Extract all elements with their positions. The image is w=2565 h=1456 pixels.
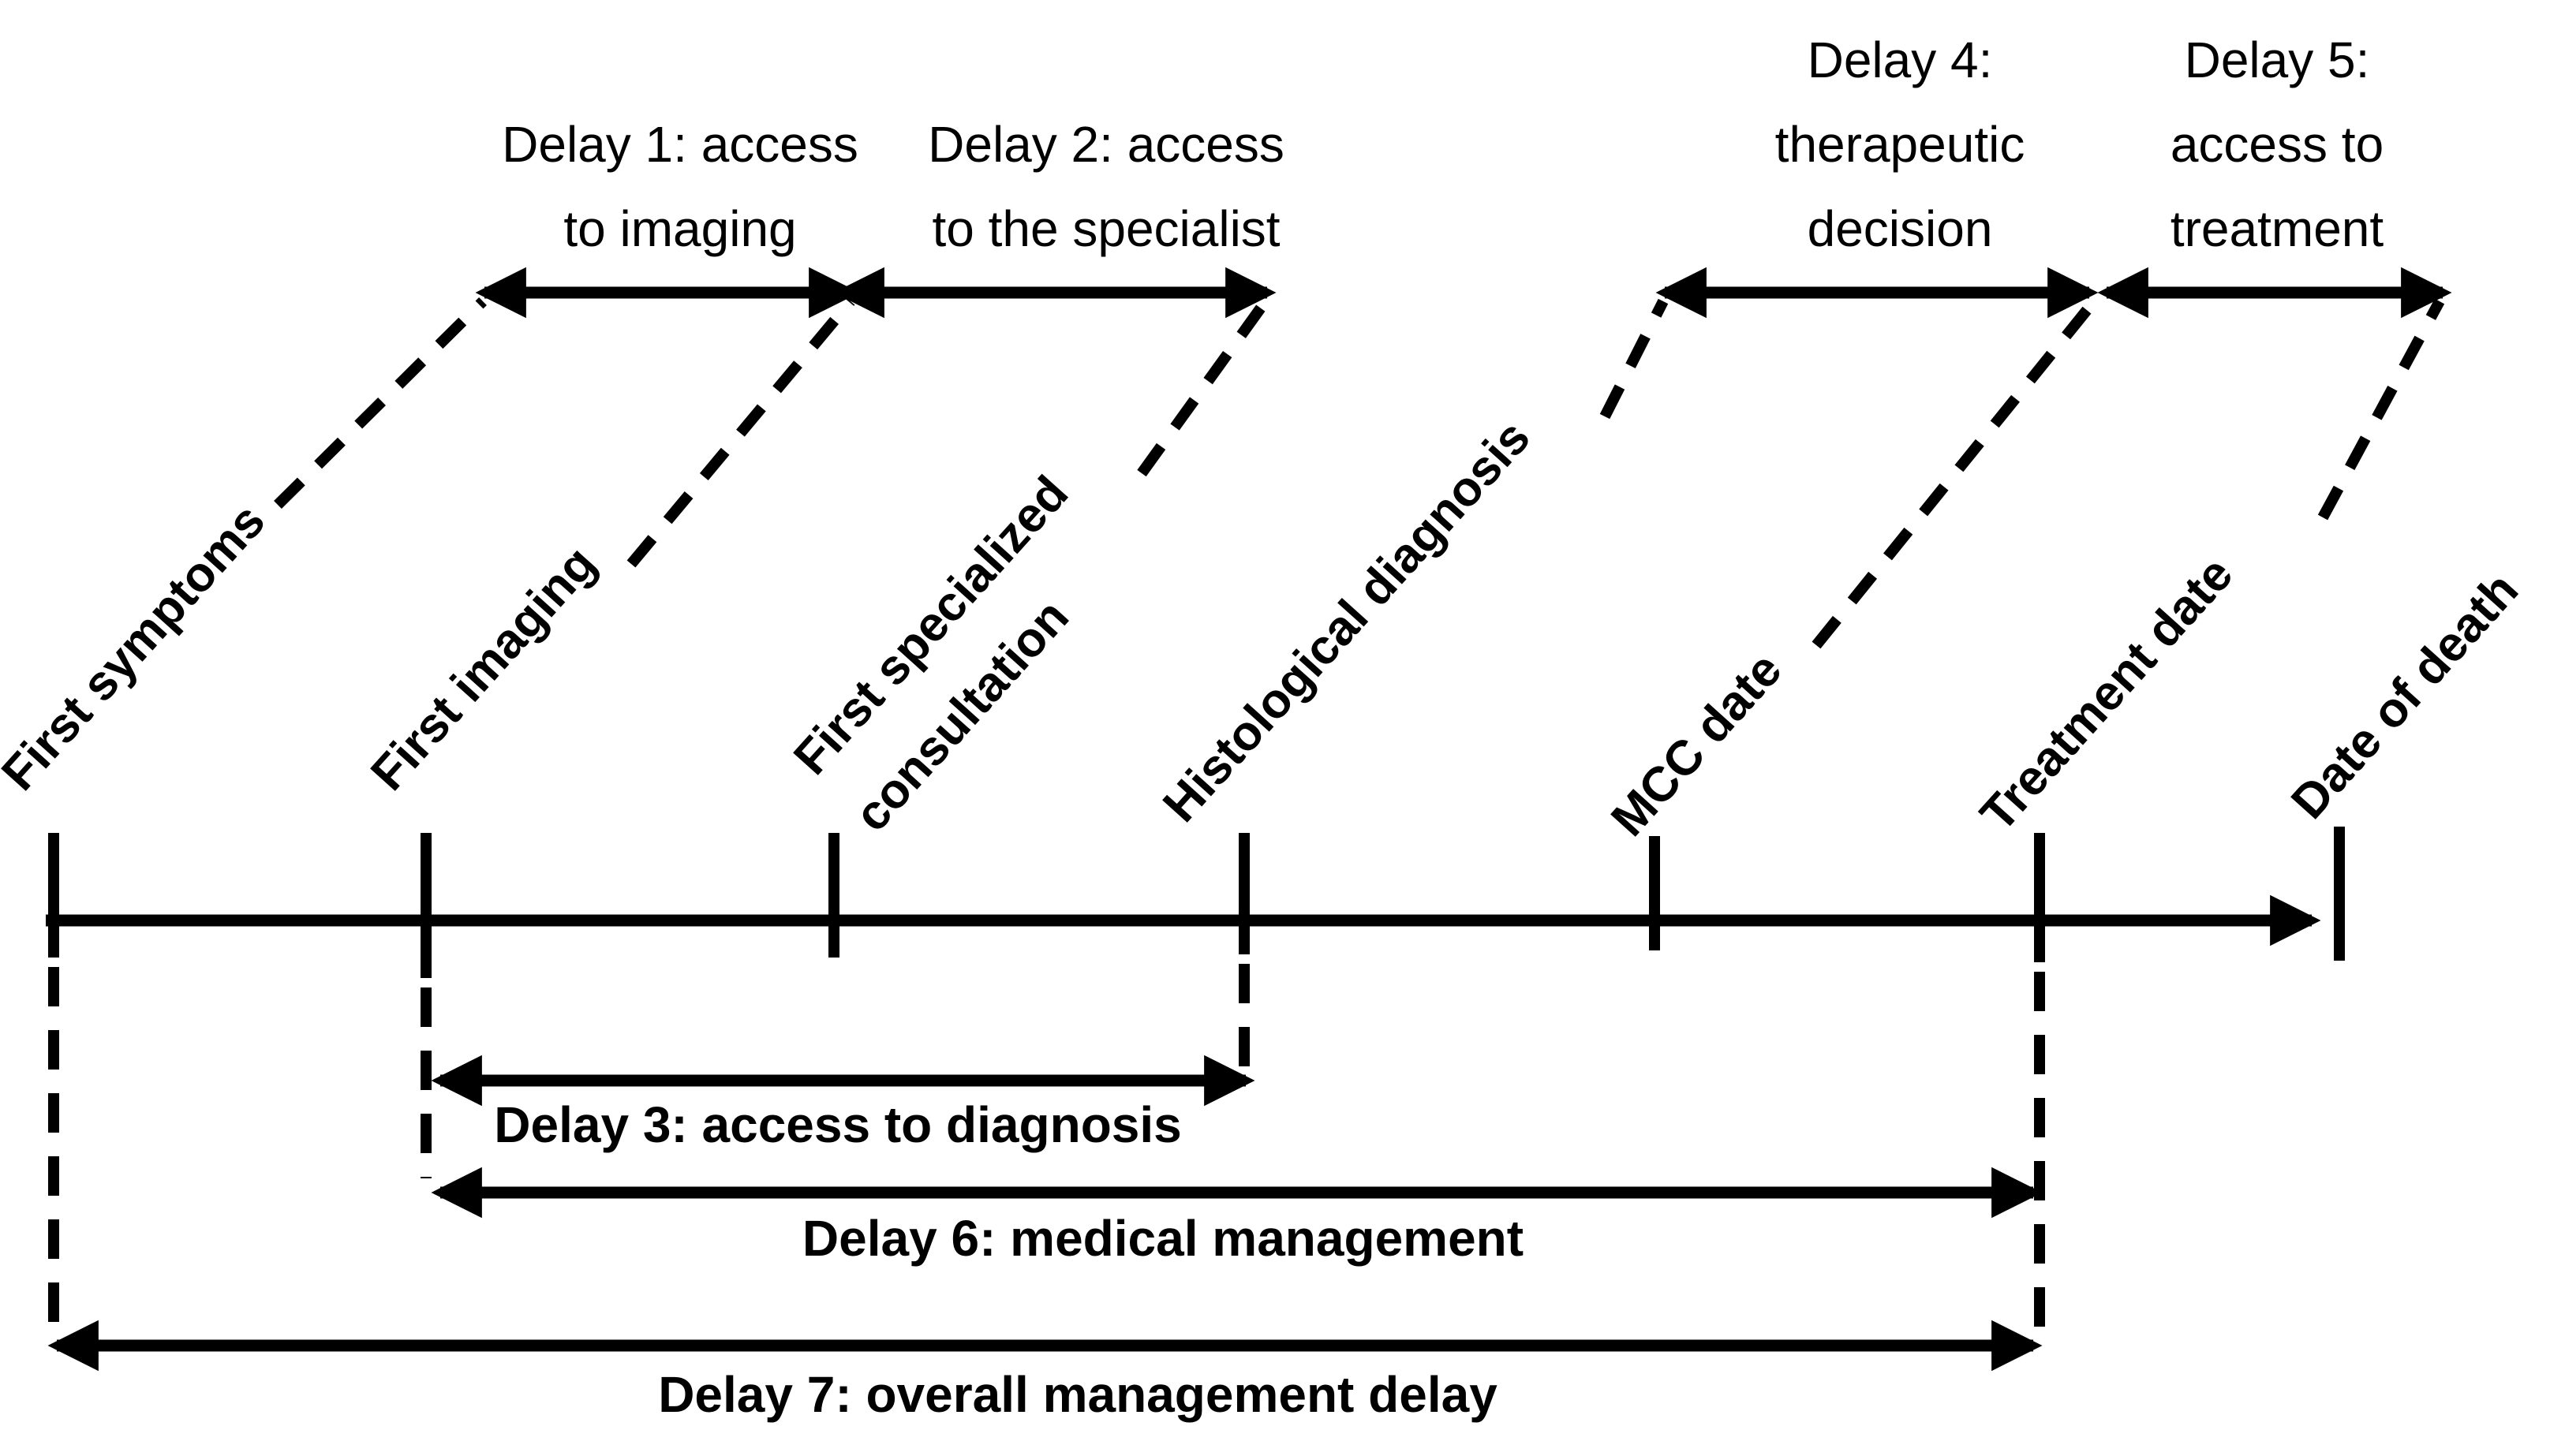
connector-first-imaging-to-delay1-delay2 [626, 297, 855, 568]
event-label-first-symptoms: First symptoms [0, 494, 275, 801]
connector-mcc-to-delay4-delay5 [1812, 297, 2099, 649]
delay3-label: Delay 3: access to diagnosis [494, 1096, 1182, 1153]
delay6-label: Delay 6: medical management [802, 1210, 1524, 1267]
delay4-label-line2: therapeutic [1775, 116, 2025, 173]
dashed-drop-lines [48, 964, 2045, 1335]
connector-first-specialized-to-delay2 [1137, 297, 1270, 477]
event-label-histological-diagnosis: Histological diagnosis [1153, 410, 1541, 832]
delay7-label: Delay 7: overall management delay [658, 1366, 1497, 1423]
event-label-treatment-date: Treatment date [1970, 547, 2243, 842]
delay1-label-line2: to imaging [563, 200, 796, 257]
dashed-connectors [274, 297, 2445, 649]
delay4-label-line3: decision [1808, 200, 1993, 257]
delay2-label-line2: to the specialist [932, 200, 1280, 257]
connector-treatment-to-delay5 [2317, 298, 2445, 521]
event-label-first-imaging: First imaging [361, 536, 607, 801]
delay5-label-line3: treatment [2171, 200, 2384, 257]
event-label-date-of-death: Date of death [2281, 562, 2529, 829]
delay1-label-line1: Delay 1: access [502, 116, 858, 173]
top-delay-labels: Delay 1: access to imaging Delay 2: acce… [502, 32, 2384, 257]
delay5-label-line2: access to [2171, 116, 2384, 173]
delay4-label-line1: Delay 4: [1808, 32, 1993, 88]
event-label-mcc-date: MCC date [1601, 643, 1793, 847]
delay5-label-line1: Delay 5: [2185, 32, 2370, 88]
timeline-axis-group [46, 827, 2345, 978]
delay2-label-line1: Delay 2: access [928, 116, 1284, 173]
connector-histological-to-delay4 [1599, 298, 1669, 420]
connector-first-symptoms-to-delay1 [274, 297, 487, 509]
event-labels: First symptoms First imaging First speci… [0, 410, 2529, 846]
bottom-delay-arrows: Delay 3: access to diagnosis Delay 6: me… [47, 1055, 2043, 1423]
